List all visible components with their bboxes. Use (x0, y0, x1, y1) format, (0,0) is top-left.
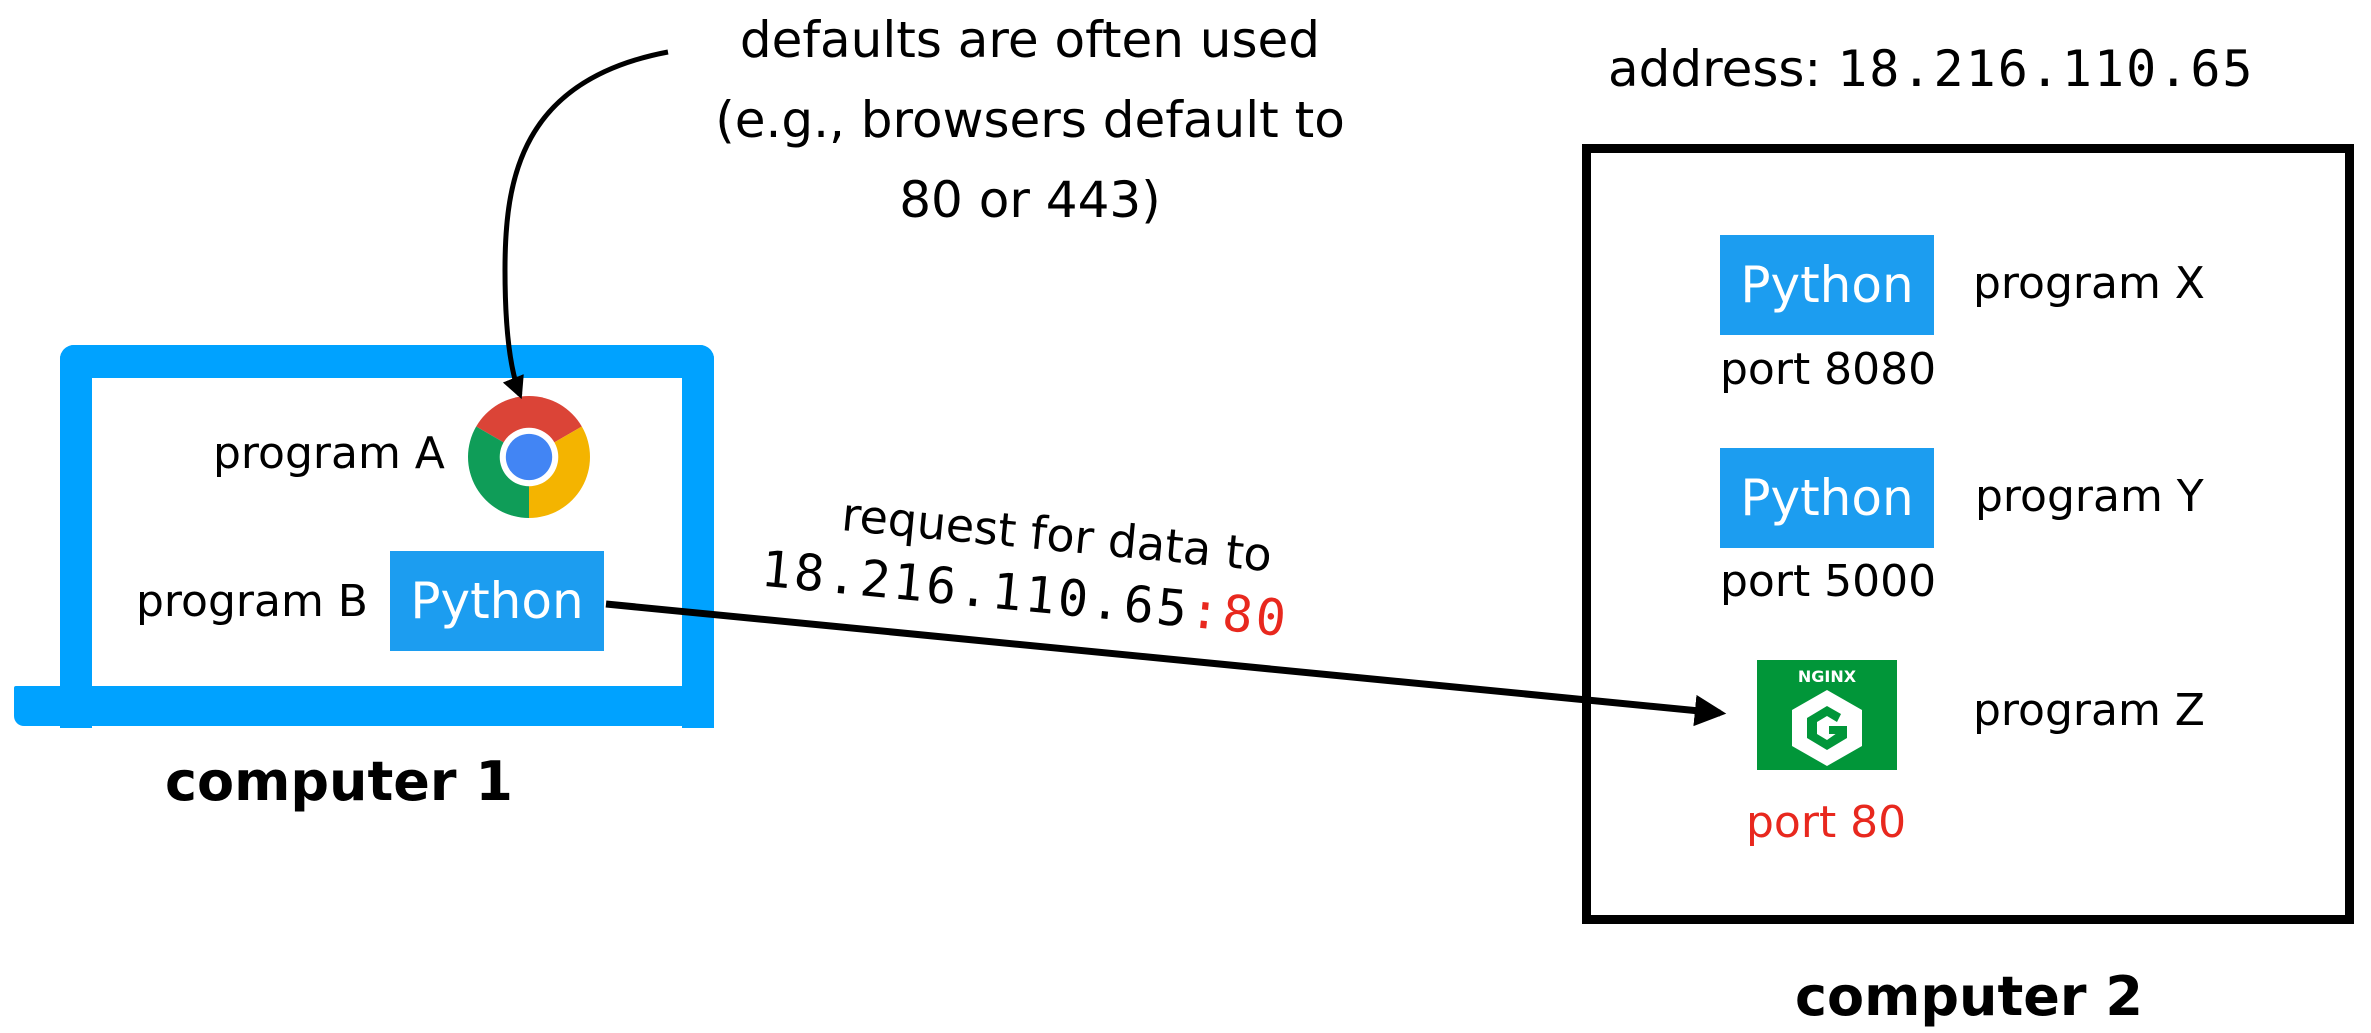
server-address: address: 18.216.110.65 (1608, 40, 2255, 98)
chrome-icon (468, 396, 590, 518)
nginx-wordmark: NGINX (1798, 667, 1857, 686)
program-a-label: program A (213, 428, 445, 479)
computer-2-box (1582, 144, 2354, 924)
program-x-port: port 8080 (1720, 344, 1937, 395)
program-z-label: program Z (1973, 685, 2205, 736)
laptop-base (14, 686, 696, 726)
python-logo: Python (390, 551, 604, 651)
address-label: address: (1608, 40, 1838, 98)
program-z-port: port 80 (1746, 797, 1907, 848)
program-b-label: program B (136, 576, 368, 627)
computer-2-label: computer 2 (1795, 965, 2143, 1028)
python-logo: Python (1720, 448, 1934, 548)
callout-line-2: (e.g., browsers default to (715, 91, 1345, 149)
callout-text: defaults are often used (e.g., browsers … (640, 0, 1420, 240)
nginx-icon: NGINX (1757, 660, 1897, 770)
callout-arrow-icon (502, 49, 669, 400)
program-y-port: port 5000 (1720, 556, 1937, 607)
python-logo: Python (1720, 235, 1934, 335)
computer-1-label: computer 1 (165, 750, 513, 813)
callout-line-1: defaults are often used (739, 11, 1321, 69)
program-y-label: program Y (1975, 471, 2204, 522)
laptop-screen (60, 345, 714, 728)
callout-line-3: 80 or 443) (899, 171, 1161, 229)
program-x-label: program X (1973, 258, 2205, 309)
request-arrow-icon (605, 600, 1727, 727)
address-value: 18.216.110.65 (1837, 40, 2255, 98)
